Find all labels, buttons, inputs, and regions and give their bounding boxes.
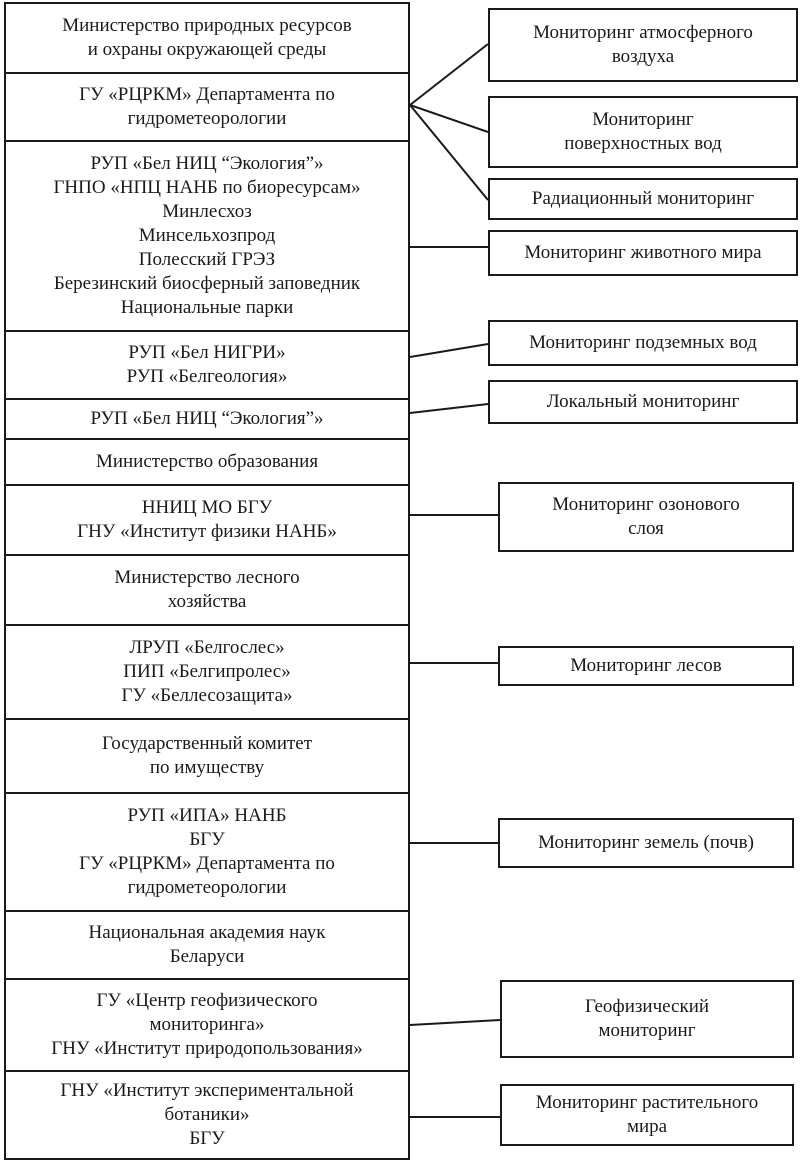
- monitoring-line: Мониторинг земель (почв): [538, 832, 754, 853]
- monitoring-line: Локальный мониторинг: [546, 391, 740, 412]
- org-box-geophysics-orgs: ГУ «Центр геофизического мониторинга» ГН…: [4, 978, 410, 1072]
- org-line: мониторинга»: [149, 1014, 265, 1035]
- org-box-min-education: Министерство образования: [4, 438, 410, 486]
- monitoring-box-fauna: Мониторинг животного мира: [488, 230, 798, 276]
- org-box-min-forestry: Министерство лесного хозяйства: [4, 554, 410, 626]
- org-line: ПИП «Белгипролес»: [123, 661, 291, 682]
- monitoring-line: Мониторинг озонового: [552, 494, 740, 515]
- org-box-forest-orgs: ЛРУП «Белгослес» ПИП «Белгипролес» ГУ «Б…: [4, 624, 410, 720]
- monitoring-line: слоя: [628, 518, 664, 539]
- org-line: Березинский биосферный заповедник: [53, 273, 361, 294]
- org-line: Государственный комитет: [101, 733, 313, 754]
- org-line: ГНУ «Институт природопользования»: [51, 1038, 363, 1059]
- monitoring-box-land: Мониторинг земель (почв): [498, 818, 794, 868]
- org-box-academy: Национальная академия наук Беларуси: [4, 910, 410, 980]
- org-line: Минсельхозпрод: [138, 225, 276, 246]
- org-line: РУП «Бел НИГРИ»: [128, 342, 286, 363]
- org-line: Минлесхоз: [162, 201, 252, 222]
- connector-rcrkm-radiation: [409, 104, 489, 201]
- org-line: ГУ «РЦРКМ» Департамента по: [79, 84, 335, 105]
- org-line: ГНУ «Институт физики НАНБ»: [77, 521, 337, 542]
- monitoring-line: Геофизический: [584, 996, 710, 1017]
- org-line: по имуществу: [149, 757, 265, 778]
- org-line: хозяйства: [167, 591, 247, 612]
- connector-geophysical: [409, 1019, 501, 1026]
- org-line: БГУ: [189, 829, 225, 850]
- org-line: ЛРУП «Белгослес»: [129, 637, 285, 658]
- monitoring-line: Мониторинг растительного: [535, 1092, 759, 1113]
- connector-groundwater: [409, 343, 489, 358]
- org-line: гидрометеорологии: [127, 877, 287, 898]
- org-line: Национальная академия наук: [88, 922, 326, 943]
- monitoring-line: мониторинг: [598, 1020, 696, 1041]
- org-line: Полесский ГРЭЗ: [138, 249, 276, 270]
- monitoring-line: поверхностных вод: [564, 133, 722, 154]
- monitoring-box-radiation: Радиационный мониторинг: [488, 178, 798, 220]
- monitoring-box-ozone: Мониторинг озонового слоя: [498, 482, 794, 552]
- org-box-fauna-orgs: РУП «Бел НИЦ “Экология”» ГНПО «НПЦ НАНБ …: [4, 140, 410, 332]
- org-line: ГНУ «Институт экспериментальной: [60, 1080, 354, 1101]
- org-line: Министерство природных ресурсов: [62, 15, 352, 36]
- monitoring-box-local: Локальный мониторинг: [488, 380, 798, 424]
- monitoring-line: мира: [626, 1116, 668, 1137]
- connector-local: [409, 403, 489, 414]
- monitoring-line: Радиационный мониторинг: [531, 188, 755, 209]
- monitoring-box-groundwater: Мониторинг подземных вод: [488, 320, 798, 366]
- org-box-ecology-nic: РУП «Бел НИЦ “Экология”»: [4, 398, 410, 440]
- connector-rcrkm-air: [409, 43, 489, 106]
- monitoring-box-surface-water: Мониторинг поверхностных вод: [488, 96, 798, 168]
- org-line: РУП «Белгеология»: [126, 366, 288, 387]
- org-line: РУП «Бел НИЦ “Экология”»: [90, 408, 324, 429]
- org-line: Министерство образования: [95, 451, 319, 472]
- org-line: БГУ: [189, 1128, 225, 1149]
- monitoring-line: Мониторинг подземных вод: [529, 332, 757, 353]
- monitoring-line: Мониторинг: [592, 109, 694, 130]
- monitoring-line: Мониторинг лесов: [570, 655, 722, 676]
- org-line: Министерство лесного: [114, 567, 300, 588]
- org-box-rcrkm: ГУ «РЦРКМ» Департамента по гидрометеорол…: [4, 72, 410, 142]
- monitoring-box-air: Мониторинг атмосферного воздуха: [488, 8, 798, 82]
- monitoring-line: Мониторинг животного мира: [524, 242, 762, 263]
- org-line: РУП «Бел НИЦ “Экология”»: [90, 153, 324, 174]
- org-line: ГУ «РЦРКМ» Департамента по: [79, 853, 335, 874]
- org-line: гидрометеорологии: [127, 108, 287, 129]
- org-box-ozone-orgs: ННИЦ МО БГУ ГНУ «Институт физики НАНБ»: [4, 484, 410, 556]
- org-box-min-natural-resources: Министерство природных ресурсов и охраны…: [4, 2, 410, 74]
- org-line: ГНПО «НПЦ НАНБ по биоресурсам»: [53, 177, 361, 198]
- org-line: РУП «ИПА» НАНБ: [127, 805, 287, 826]
- org-line: ГУ «Центр геофизического: [96, 990, 318, 1011]
- monitoring-line: Мониторинг атмосферного: [533, 22, 753, 43]
- monitoring-box-flora: Мониторинг растительного мира: [500, 1084, 794, 1146]
- org-line: ботаники»: [164, 1104, 250, 1125]
- org-line: Беларуси: [169, 946, 245, 967]
- org-line: ННИЦ МО БГУ: [141, 497, 273, 518]
- org-line: и охраны окружающей среды: [87, 39, 327, 60]
- monitoring-line: воздуха: [611, 46, 675, 67]
- org-box-state-property: Государственный комитет по имуществу: [4, 718, 410, 794]
- monitoring-box-forest: Мониторинг лесов: [498, 646, 794, 686]
- org-box-geology-orgs: РУП «Бел НИГРИ» РУП «Белгеология»: [4, 330, 410, 400]
- org-box-botany-orgs: ГНУ «Институт экспериментальной ботаники…: [4, 1070, 410, 1160]
- connector-rcrkm-surface-water: [409, 104, 489, 133]
- monitoring-box-geophysical: Геофизический мониторинг: [500, 980, 794, 1058]
- org-line: ГУ «Беллесозащита»: [121, 685, 293, 706]
- org-line: Национальные парки: [120, 297, 294, 318]
- org-box-land-orgs: РУП «ИПА» НАНБ БГУ ГУ «РЦРКМ» Департамен…: [4, 792, 410, 912]
